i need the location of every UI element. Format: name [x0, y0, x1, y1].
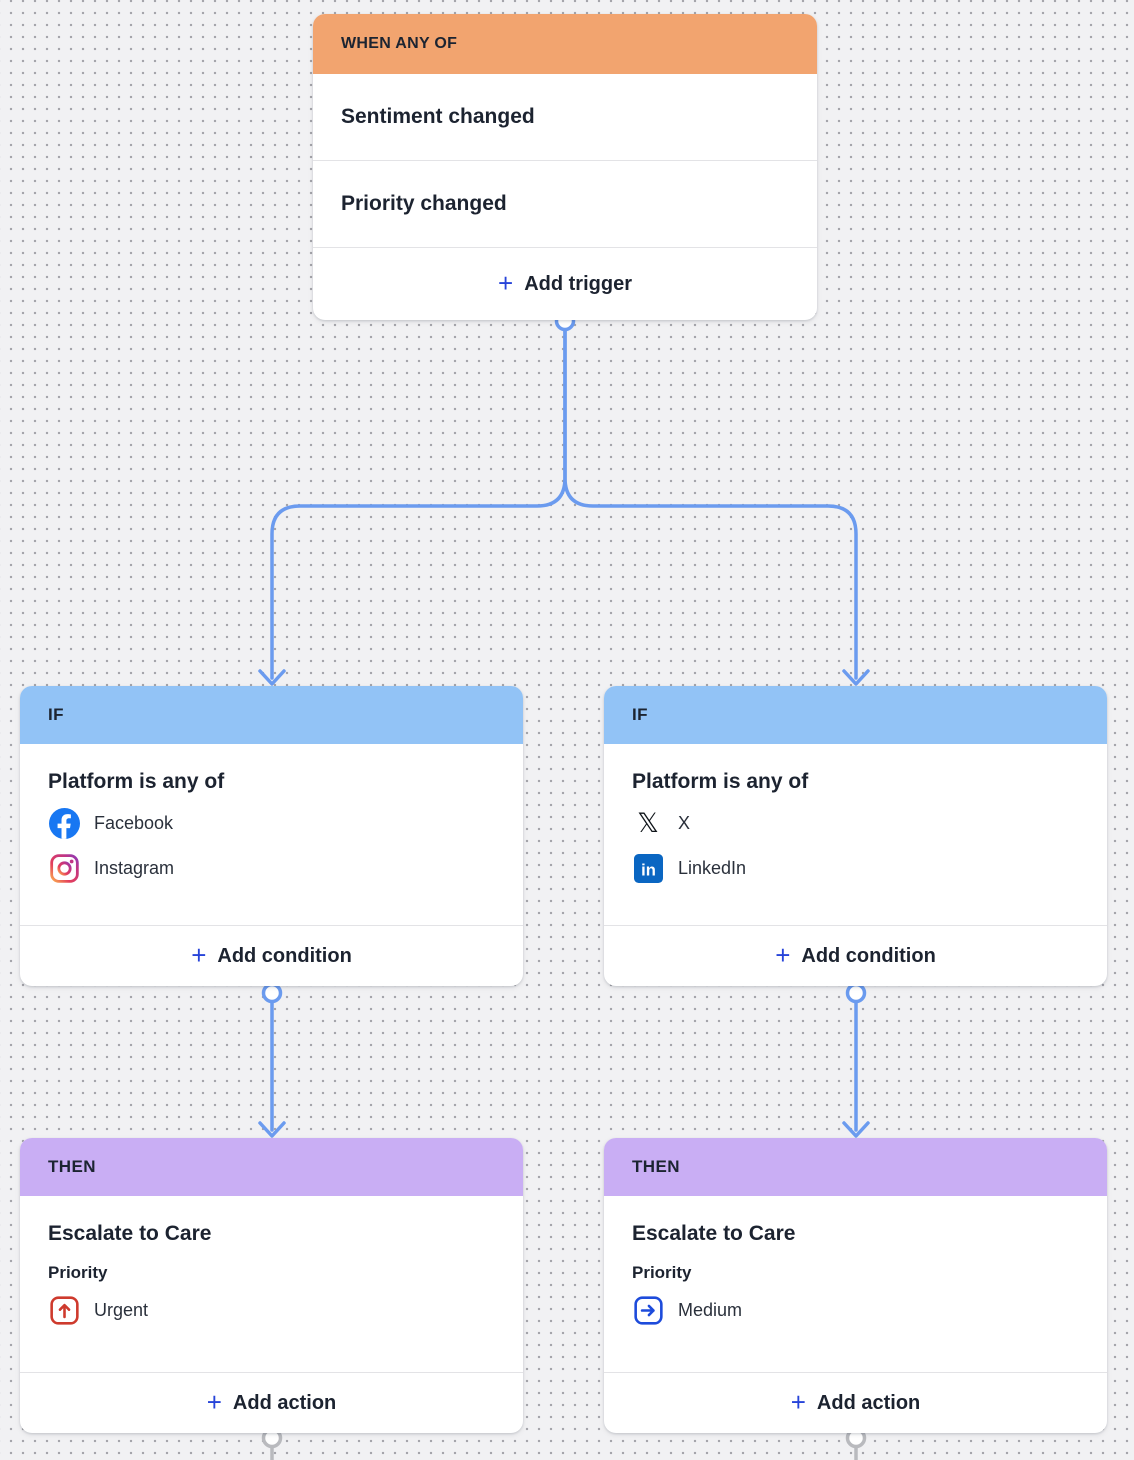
if-card-header: IF: [20, 686, 523, 744]
left-if-output-handle[interactable]: [261, 982, 283, 1004]
condition-item-label: X: [678, 812, 691, 833]
priority-value-row: Medium: [632, 1296, 1079, 1325]
connector-trigger-to-left-if: [270, 328, 567, 680]
add-condition-button[interactable]: + Add condition: [20, 925, 523, 986]
add-trigger-label: Add trigger: [524, 272, 632, 295]
then-card-header: THEN: [604, 1138, 1107, 1196]
condition-item-linkedin: in LinkedIn: [632, 852, 1079, 884]
condition-item-label: Instagram: [94, 857, 175, 878]
trigger-header-label: WHEN ANY OF: [341, 35, 458, 52]
trigger-item-sentiment-changed[interactable]: Sentiment changed: [313, 74, 817, 161]
add-action-label: Add action: [816, 1391, 921, 1414]
condition-item-x: 𝕏 X: [632, 807, 1079, 839]
condition-item-facebook: Facebook: [48, 807, 495, 839]
connector-trigger-to-right-if: [563, 328, 858, 680]
arrowhead-left-if: [258, 669, 286, 686]
priority-value: Medium: [678, 1300, 743, 1320]
priority-field-label: Priority: [48, 1263, 108, 1282]
if-header-label: IF: [632, 705, 648, 724]
condition-item-label: LinkedIn: [678, 857, 747, 878]
condition-item-instagram: Instagram: [48, 852, 495, 884]
plus-icon: +: [206, 1386, 222, 1417]
trigger-card[interactable]: WHEN ANY OF Sentiment changed Priority c…: [313, 14, 817, 320]
add-action-button[interactable]: + Add action: [604, 1372, 1107, 1433]
add-condition-label: Add condition: [217, 944, 352, 967]
then-card-header: THEN: [20, 1138, 523, 1196]
if-card-header: IF: [604, 686, 1107, 744]
action-title: Escalate to Care: [632, 1222, 796, 1245]
trigger-item-label: Sentiment changed: [341, 105, 535, 128]
condition-title: Platform is any of: [632, 770, 809, 793]
instagram-icon: [48, 852, 80, 884]
plus-icon: +: [775, 939, 791, 970]
action-card-left[interactable]: THEN Escalate to Care Priority Urgent + …: [20, 1138, 523, 1433]
add-condition-button[interactable]: + Add condition: [604, 925, 1107, 986]
arrowhead-right-if: [842, 669, 870, 686]
priority-value-row: Urgent: [48, 1296, 495, 1325]
condition-title: Platform is any of: [48, 770, 225, 793]
priority-value: Urgent: [94, 1300, 149, 1320]
x-icon: 𝕏: [637, 807, 659, 839]
priority-medium-icon: [634, 1296, 663, 1325]
svg-text:in: in: [641, 860, 656, 879]
action-card-right[interactable]: THEN Escalate to Care Priority Medium + …: [604, 1138, 1107, 1433]
arrowhead-left-then: [258, 1121, 286, 1138]
arrowhead-right-then: [842, 1121, 870, 1138]
condition-card-left[interactable]: IF Platform is any of Facebook: [20, 686, 523, 986]
trigger-item-label: Priority changed: [341, 192, 507, 215]
plus-icon: +: [790, 1386, 806, 1417]
add-action-label: Add action: [232, 1391, 337, 1414]
right-if-output-handle[interactable]: [845, 982, 867, 1004]
then-header-label: THEN: [48, 1157, 96, 1176]
trigger-card-header: WHEN ANY OF: [313, 14, 817, 74]
trigger-item-priority-changed[interactable]: Priority changed: [313, 161, 817, 248]
plus-icon: +: [498, 267, 514, 298]
add-action-button[interactable]: + Add action: [20, 1372, 523, 1433]
if-header-label: IF: [48, 705, 64, 724]
linkedin-icon: in: [632, 852, 664, 884]
then-header-label: THEN: [632, 1157, 680, 1176]
condition-item-label: Facebook: [94, 812, 174, 833]
priority-urgent-icon: [50, 1296, 79, 1325]
condition-card-right[interactable]: IF Platform is any of 𝕏 X in LinkedIn + …: [604, 686, 1107, 986]
facebook-icon: [48, 807, 80, 839]
action-title: Escalate to Care: [48, 1222, 212, 1245]
add-trigger-button[interactable]: + Add trigger: [313, 248, 817, 320]
plus-icon: +: [191, 939, 207, 970]
add-condition-label: Add condition: [801, 944, 936, 967]
priority-field-label: Priority: [632, 1263, 692, 1282]
